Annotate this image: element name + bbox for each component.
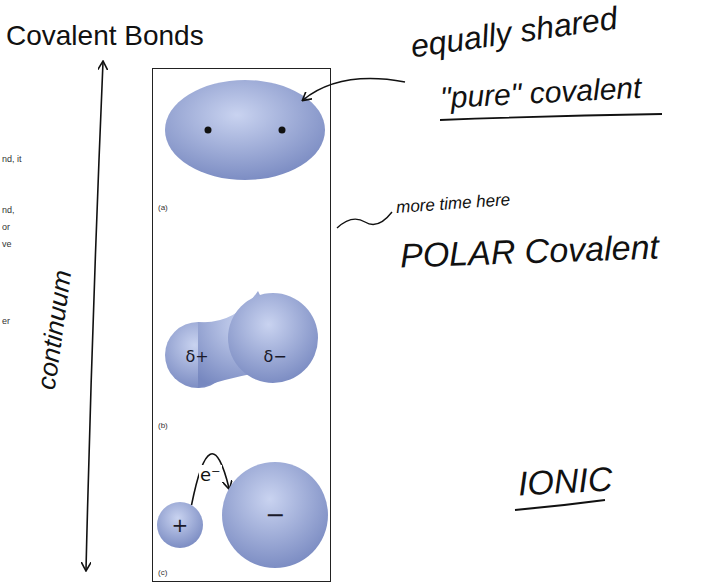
slide-title: Covalent Bonds [6, 20, 204, 52]
leader-arrow [303, 79, 405, 100]
electron-transfer-arrow [192, 454, 230, 505]
lobe [228, 293, 318, 383]
anion-sphere: − [222, 462, 328, 568]
cation-sphere: + [157, 502, 203, 548]
nucleus-dot [279, 127, 286, 134]
electron-cloud [165, 80, 325, 180]
charge-sign: δ+ [185, 348, 208, 366]
cut-text: nd, [2, 205, 15, 215]
cut-text: er [2, 316, 10, 326]
panel-letter: (a) [158, 203, 168, 212]
handwritten-note: IONIC [517, 460, 613, 504]
handwritten-note: POLAR Covalent [399, 227, 659, 275]
sphere [222, 462, 328, 568]
handwritten-note: more time here [395, 190, 510, 217]
polar-molecule-outline [163, 283, 318, 391]
handwritten-note: continuum [32, 269, 78, 392]
charge-sign: + [172, 514, 189, 536]
panel-letter: (b) [158, 421, 168, 430]
panel-letter: (c) [158, 568, 167, 577]
handwritten-note: equally shared [408, 0, 619, 65]
continuum-arrow [86, 62, 103, 570]
cut-text: ve [2, 239, 12, 249]
cut-text: or [2, 222, 10, 232]
nucleus-dot [205, 127, 212, 134]
cut-text: nd, it [2, 154, 22, 164]
sphere [157, 502, 203, 548]
handwritten-note: "pure" covalent [439, 71, 642, 116]
edge-label: e⁻ [199, 465, 222, 485]
charge-sign: − [265, 502, 285, 528]
underline [440, 114, 662, 120]
charge-sign: δ− [263, 348, 286, 366]
figure-frame [153, 69, 331, 582]
polar-molecule: δ+ δ− [163, 283, 318, 391]
leader-line [337, 212, 392, 228]
